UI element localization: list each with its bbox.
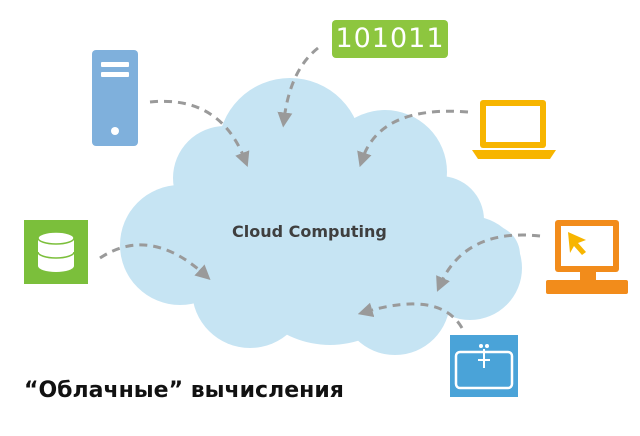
arrow-server-to-cloud (149, 99, 250, 167)
arrow-database-to-cloud (99, 243, 211, 281)
monitor-cursor-icon (546, 220, 628, 294)
binary-data-badge: 101011 (332, 20, 448, 58)
database-icon (24, 220, 88, 284)
laptop-icon (472, 100, 556, 159)
cloud-label: Cloud Computing (232, 222, 387, 241)
arrow-binary-to-cloud (277, 46, 319, 128)
arrow-window-to-cloud (357, 302, 464, 329)
window-icon (450, 335, 518, 397)
arrow-monitor-to-cloud (436, 233, 541, 292)
arrow-laptop-to-cloud (357, 109, 469, 168)
server-icon (92, 50, 138, 146)
caption: “Облачные” вычисления (24, 378, 344, 403)
cloud-shape (120, 78, 522, 355)
